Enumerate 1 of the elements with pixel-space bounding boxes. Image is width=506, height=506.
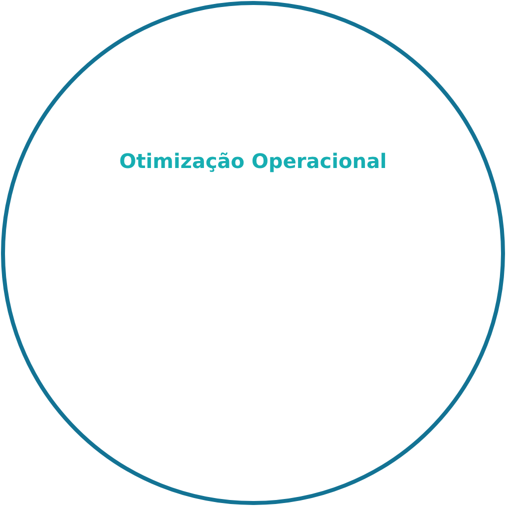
node-title: Otimização Operacional: [119, 149, 387, 173]
